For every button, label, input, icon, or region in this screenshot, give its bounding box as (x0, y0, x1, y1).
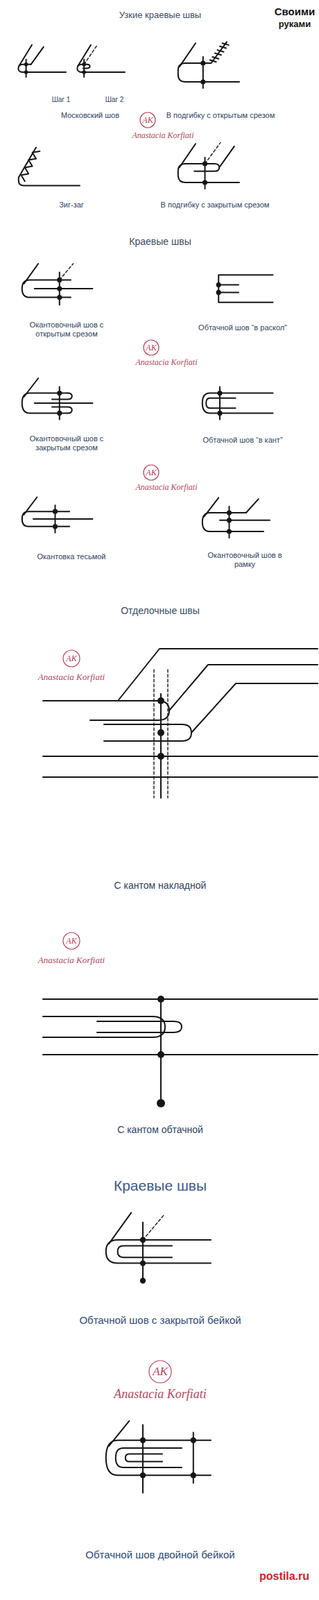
closed-cut-hem-drawing (178, 142, 240, 189)
monogram: AK (142, 115, 153, 125)
watermark: Anastacia Korfiati (135, 481, 197, 492)
moscow-step2-drawing (76, 45, 125, 77)
binding-closed-drawing (22, 377, 93, 419)
seam-caption: Зиг-заг (58, 200, 84, 210)
facing-kant-drawing (202, 386, 274, 420)
seam-caption: Окантовочный шов с закрытым срезом (24, 434, 109, 453)
watermark: Anastacia Korfiati (135, 357, 197, 367)
open-cut-hem-drawing (178, 41, 240, 89)
seam-caption: Окантовочный шов в рамку (202, 550, 288, 569)
logo-text: Своими (274, 5, 316, 19)
section-heading: Краевые швы (128, 235, 191, 248)
site-watermark: postila.ru (259, 1568, 310, 1582)
section-heading: Узкие краевые швы (119, 9, 202, 21)
monogram: AK (145, 467, 157, 478)
step-label: Шаг 1 (52, 95, 71, 105)
seam-caption: Окантовка тесьмой (37, 552, 107, 562)
double-bias-drawing (106, 1420, 211, 1493)
closed-bias-drawing (106, 1212, 211, 1283)
watermark: Anastacia Korfiati (113, 1386, 207, 1402)
step-label: Шаг 2 (105, 95, 125, 105)
facing-open-drawing (216, 274, 274, 303)
moscow-step1-drawing (18, 45, 66, 77)
monogram: AK (152, 1364, 168, 1378)
seam-caption: Обтачной шов “в кант” (202, 435, 283, 445)
seam-caption: В подгибку с закрытым срезом (160, 200, 270, 210)
seam-caption: С кантом обтачной (117, 1123, 204, 1136)
watermark: Anastacia Korfiati (38, 671, 105, 683)
seam-caption: С кантом накладной (114, 879, 207, 892)
seam-caption: Обтачной шов “в раскол” (198, 323, 288, 333)
seam-caption: Окантовочный шов с открытым срезом (24, 320, 109, 339)
monogram: AK (65, 935, 77, 946)
monogram: AK (65, 653, 77, 663)
monogram: AK (145, 342, 157, 353)
piping-facing-drawing (42, 995, 318, 1107)
logo-text: руками (278, 18, 311, 30)
piping-overlay-drawing (42, 648, 318, 798)
section-heading: Краевые швы (113, 1176, 207, 1194)
seam-caption: В подгибку с открытым срезом (166, 110, 276, 120)
binding-open-drawing (22, 263, 93, 305)
frame-binding-drawing (202, 497, 270, 538)
seam-caption: Обтачной шов двойной бейкой (85, 1547, 236, 1561)
watermark: Anastacia Korfiati (131, 130, 194, 141)
watermark: Anastacia Korfiati (38, 954, 105, 966)
seam-caption: Обтачной шов с закрытой бейкой (79, 1313, 241, 1326)
tape-binding-drawing (22, 497, 93, 533)
zigzag-drawing (18, 147, 80, 186)
section-heading: Отделочные швы (120, 604, 200, 617)
seam-caption: Московский шов (61, 110, 120, 120)
